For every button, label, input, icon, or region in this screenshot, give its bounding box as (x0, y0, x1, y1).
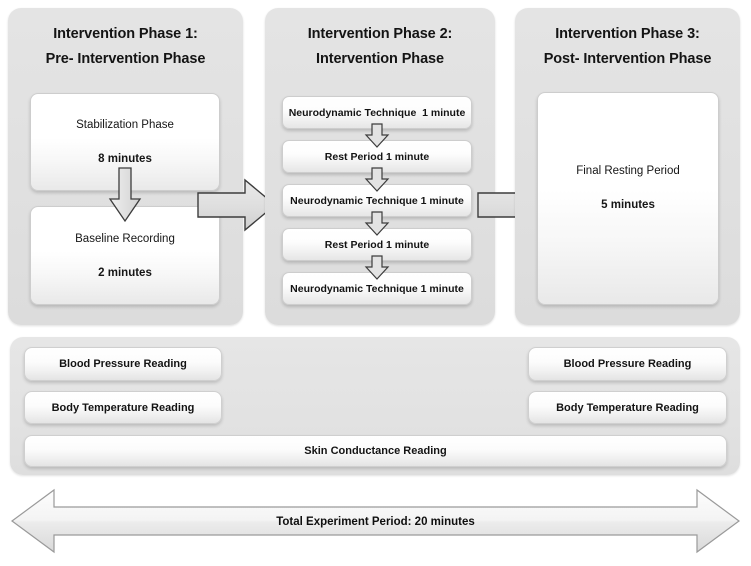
double-headed-arrow-icon (10, 488, 741, 554)
skin-conductance-reading[interactable]: Skin Conductance Reading (24, 435, 727, 467)
post-blood-pressure-reading[interactable]: Blood Pressure Reading (528, 347, 727, 381)
phase-2-title: Intervention Phase 2: Intervention Phase (265, 22, 495, 72)
phase-1-step-baseline[interactable]: Baseline Recording 2 minutes (30, 206, 220, 305)
phase-3-title: Intervention Phase 3: Post- Intervention… (515, 22, 740, 72)
phase-1-step-stabilization-duration: 8 minutes (98, 153, 152, 165)
phase-3-title-line1: Intervention Phase 3: (555, 26, 700, 42)
phase-3-title-line2: Post- Intervention Phase (543, 50, 712, 67)
phase-1-title-line1: Intervention Phase 1: (53, 26, 198, 42)
phase-3-step-final-resting[interactable]: Final Resting Period 5 minutes (537, 92, 719, 305)
phase-2-title-line2: Intervention Phase (316, 50, 444, 67)
down-arrow-icon-phase1 (108, 167, 142, 223)
phase-2-title-line1: Intervention Phase 2: (307, 26, 453, 42)
down-arrow-icon-phase2-3 (364, 211, 390, 236)
connector-arrow-icon-1 (197, 178, 277, 233)
down-arrow-icon-phase2-1 (364, 123, 390, 148)
down-arrow-icon-phase2-4 (364, 255, 390, 280)
total-experiment-period-bar: Total Experiment Period: 20 minutes (10, 486, 741, 558)
phase-1-title-line2: Pre- Intervention Phase (45, 50, 206, 67)
phase-1-step-baseline-name: Baseline Recording (75, 232, 175, 245)
post-body-temperature-reading[interactable]: Body Temperature Reading (528, 391, 727, 424)
pre-blood-pressure-reading[interactable]: Blood Pressure Reading (24, 347, 222, 381)
down-arrow-icon-phase2-2 (364, 167, 390, 192)
phase-3-step-final-resting-name: Final Resting Period (576, 165, 680, 177)
phase-2-step-1[interactable]: Neurodynamic Technique 1 minute (282, 96, 472, 129)
phase-1-step-baseline-duration: 2 minutes (98, 266, 152, 279)
phase-1-step-stabilization-name: Stabilization Phase (76, 119, 174, 131)
phase-3-step-final-resting-duration: 5 minutes (601, 199, 655, 211)
phase-1-title: Intervention Phase 1: Pre- Intervention … (8, 22, 243, 72)
pre-body-temperature-reading[interactable]: Body Temperature Reading (24, 391, 222, 424)
